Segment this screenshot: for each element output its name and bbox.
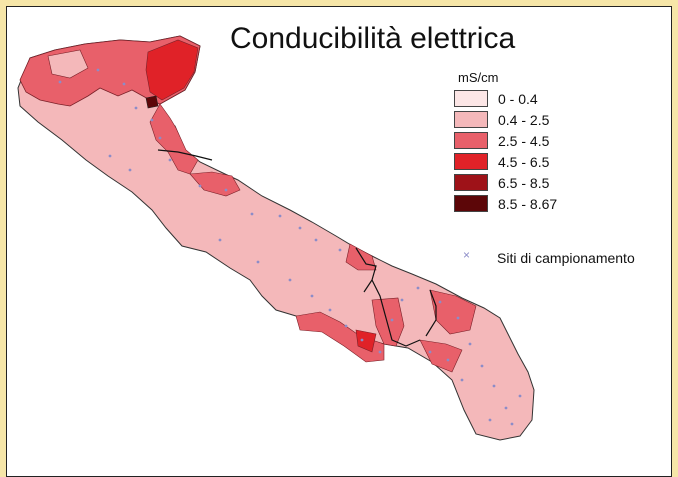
legend-label: 0.4 - 2.5 xyxy=(498,112,550,128)
zone-coast-b xyxy=(189,171,241,197)
sampling-sites xyxy=(58,68,522,426)
zone-gargano-peak xyxy=(145,39,199,101)
zone-gargano-core xyxy=(145,95,159,109)
legend-swatch xyxy=(454,132,488,149)
legend-swatch xyxy=(454,195,488,212)
legend-label: 4.5 - 6.5 xyxy=(498,154,550,170)
zone-south-e xyxy=(355,329,377,353)
zone-south-b xyxy=(371,297,405,347)
legend-label: 6.5 - 8.5 xyxy=(498,175,550,191)
zone-south-d xyxy=(419,339,463,373)
zone-gargano-pale xyxy=(47,49,89,79)
sampling-sites-label: Siti di campionamento xyxy=(497,250,635,266)
legend-label: 2.5 - 4.5 xyxy=(498,133,550,149)
legend-swatch xyxy=(454,153,488,170)
province-boundary xyxy=(371,279,421,347)
map-title: Conducibilità elettrica xyxy=(230,22,516,55)
province-boundary xyxy=(157,149,213,161)
zone-south-a xyxy=(295,311,385,363)
legend-unit: mS/cm xyxy=(458,70,499,85)
legend-label: 0 - 0.4 xyxy=(498,91,538,107)
legend-swatch xyxy=(454,174,488,191)
legend-label: 8.5 - 8.67 xyxy=(498,196,558,212)
legend-swatch xyxy=(454,111,488,128)
province-boundary xyxy=(355,247,377,293)
province-boundary xyxy=(425,289,437,337)
legend-swatch xyxy=(454,90,488,107)
sampling-site-marker-icon: × xyxy=(463,248,471,262)
